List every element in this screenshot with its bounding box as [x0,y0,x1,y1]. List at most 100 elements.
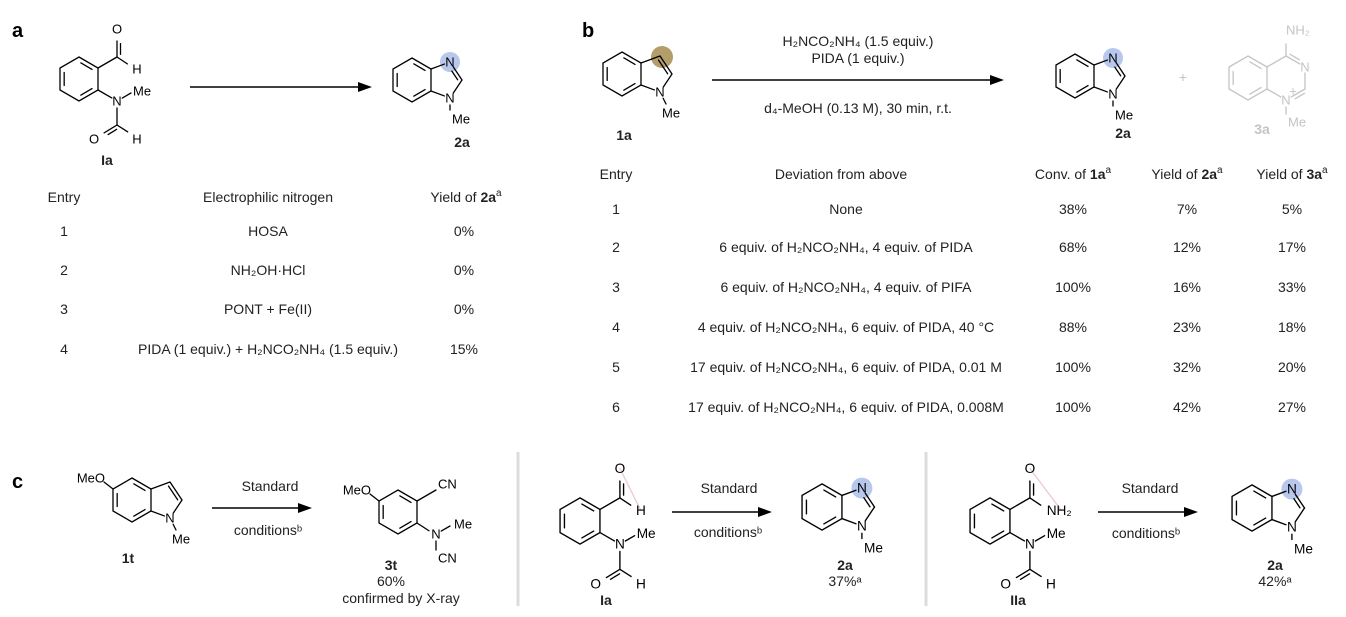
atom-label: N [1025,537,1035,552]
yield-2a: 7% [1177,201,1197,217]
bond [1076,84,1089,93]
yield-3a: 27% [1278,399,1306,415]
atom-label: CN [438,477,457,492]
atom-label: N [445,55,454,70]
col-entry: Entry [600,166,633,182]
bond [1009,531,1026,542]
bond [1294,493,1306,509]
col-yield-2a: Yield of 2aa [1151,165,1223,182]
conversion: 100% [1055,359,1091,375]
entry-number: 6 [612,399,620,415]
bond [399,520,412,529]
yield-2a: 12% [1173,239,1201,255]
bond [841,517,857,525]
col-reagent: Electrophilic nitrogen [203,189,333,205]
bond [1271,518,1287,526]
bond [1271,490,1287,498]
atom-label: H [636,577,646,592]
bond [1285,55,1301,65]
atom-label: N [445,91,454,106]
condition-oxidant: PIDA (1 equiv.) [811,50,904,66]
col-entry: Entry [48,189,81,205]
atom-label: O [1025,461,1036,476]
benzimidazole-2a: N N Me [1055,48,1133,123]
bond [1093,86,1109,93]
atom-label: Me [1047,526,1066,541]
conversion: 38% [1059,201,1087,217]
bond [599,531,616,542]
arrow-label-top: Standard [701,480,758,496]
reaction-arrow-c1 [212,503,312,513]
entry-number: 4 [60,341,68,357]
bond [399,495,412,504]
compound-label-2a: 2a [837,557,853,573]
entry-number: 5 [612,359,620,375]
atom-label: N [1287,482,1297,497]
nitrogen-highlight [851,477,873,499]
bond [823,516,837,525]
entry-number: 3 [60,301,68,317]
bond [133,483,146,492]
bond [1019,573,1031,580]
atom-label: Me [454,517,472,532]
bond [1253,490,1267,499]
benzene-ring [801,483,843,531]
bond [605,568,621,579]
atom-label: MeO [343,483,371,498]
bond [416,522,430,532]
yield-3a: 33% [1278,279,1306,295]
col-conversion: Conv. of 1aa [1035,165,1112,182]
atom-label: Me [172,532,190,547]
atom-label: H [1046,577,1056,592]
atom-label: NH₂ [1047,503,1072,518]
reagent: PONT + Fe(II) [224,301,312,317]
bond [662,97,667,105]
bond [430,63,446,70]
bond [863,496,871,508]
bond [599,497,621,511]
bond [1249,86,1262,95]
bond [150,510,166,517]
bond [619,497,632,506]
compound-label-1t: 1t [122,550,135,566]
benzene-ring [969,497,1011,545]
benzene-ring [559,497,601,545]
table-a-header: Entry Electrophilic nitrogen Yield of 2a… [48,188,502,205]
reaction-arrow-a [190,82,372,92]
bond [369,493,380,502]
conversion: 100% [1055,279,1091,295]
benzene-ring [1231,484,1273,532]
atom-label: MeO [77,471,105,486]
bond [116,124,129,133]
atom-label: Me [1115,108,1133,123]
atom-label: N [1281,93,1290,108]
yield-3a: 17% [1278,239,1306,255]
yield-2a: 23% [1173,319,1201,335]
arrow-label-top: Standard [1122,480,1179,496]
reagent: NH₂OH·HCl [231,262,306,278]
bond [116,56,128,65]
condition-reagent: H₂NCO₂NH₄ (1.5 equiv.) [783,33,934,49]
panel-label-c: c [12,471,23,493]
nitrogen-highlight [1103,48,1123,68]
entry-number: 2 [60,262,68,278]
bond [1076,59,1089,68]
bond [991,503,1005,512]
bond [80,62,93,71]
bond [452,66,463,81]
bond [864,492,876,508]
atom-label: O [112,22,122,37]
entry-number: 1 [60,223,68,239]
yield: 0% [454,223,474,239]
atom-label: N [431,527,440,542]
atom-label: N [1108,51,1117,66]
benzene-ring [1228,55,1268,101]
atom-label: N [1108,87,1117,102]
